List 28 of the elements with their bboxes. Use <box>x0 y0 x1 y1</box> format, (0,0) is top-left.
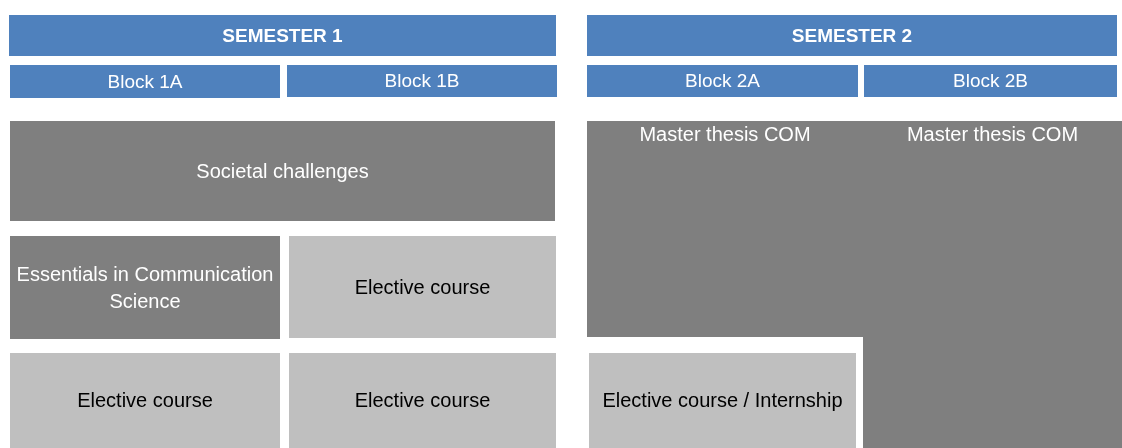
course-label: Block 1A <box>106 69 184 94</box>
semester-header <box>9 15 556 56</box>
course-label: Elective course / Internship <box>601 388 844 413</box>
block-header <box>864 65 1117 97</box>
course-box <box>10 121 555 221</box>
course-box <box>589 353 856 448</box>
course-label: SEMESTER 1 <box>221 23 344 48</box>
course-box <box>289 353 556 448</box>
course-label: Societal challenges <box>195 158 370 184</box>
course-label: Block 2A <box>684 69 761 94</box>
course-label: Block 1B <box>383 69 461 94</box>
block-header <box>10 65 280 98</box>
course-box <box>289 236 556 338</box>
course-label: Elective course <box>353 274 492 300</box>
course-box <box>10 236 280 339</box>
semester-header <box>587 15 1117 56</box>
course-box <box>10 353 280 448</box>
course-label: Elective course <box>76 388 214 413</box>
block-header <box>287 65 557 97</box>
block-header <box>587 65 858 97</box>
course-label: Essentials in Communication Science <box>15 261 275 314</box>
course-box <box>587 121 863 337</box>
course-label: Master thesis COM <box>905 122 1080 147</box>
course-box <box>863 121 1122 448</box>
course-label: Block 2B <box>952 69 1029 94</box>
course-label: SEMESTER 2 <box>790 23 914 48</box>
course-label: Elective course <box>353 388 492 413</box>
course-label: Master thesis COM <box>638 122 812 147</box>
